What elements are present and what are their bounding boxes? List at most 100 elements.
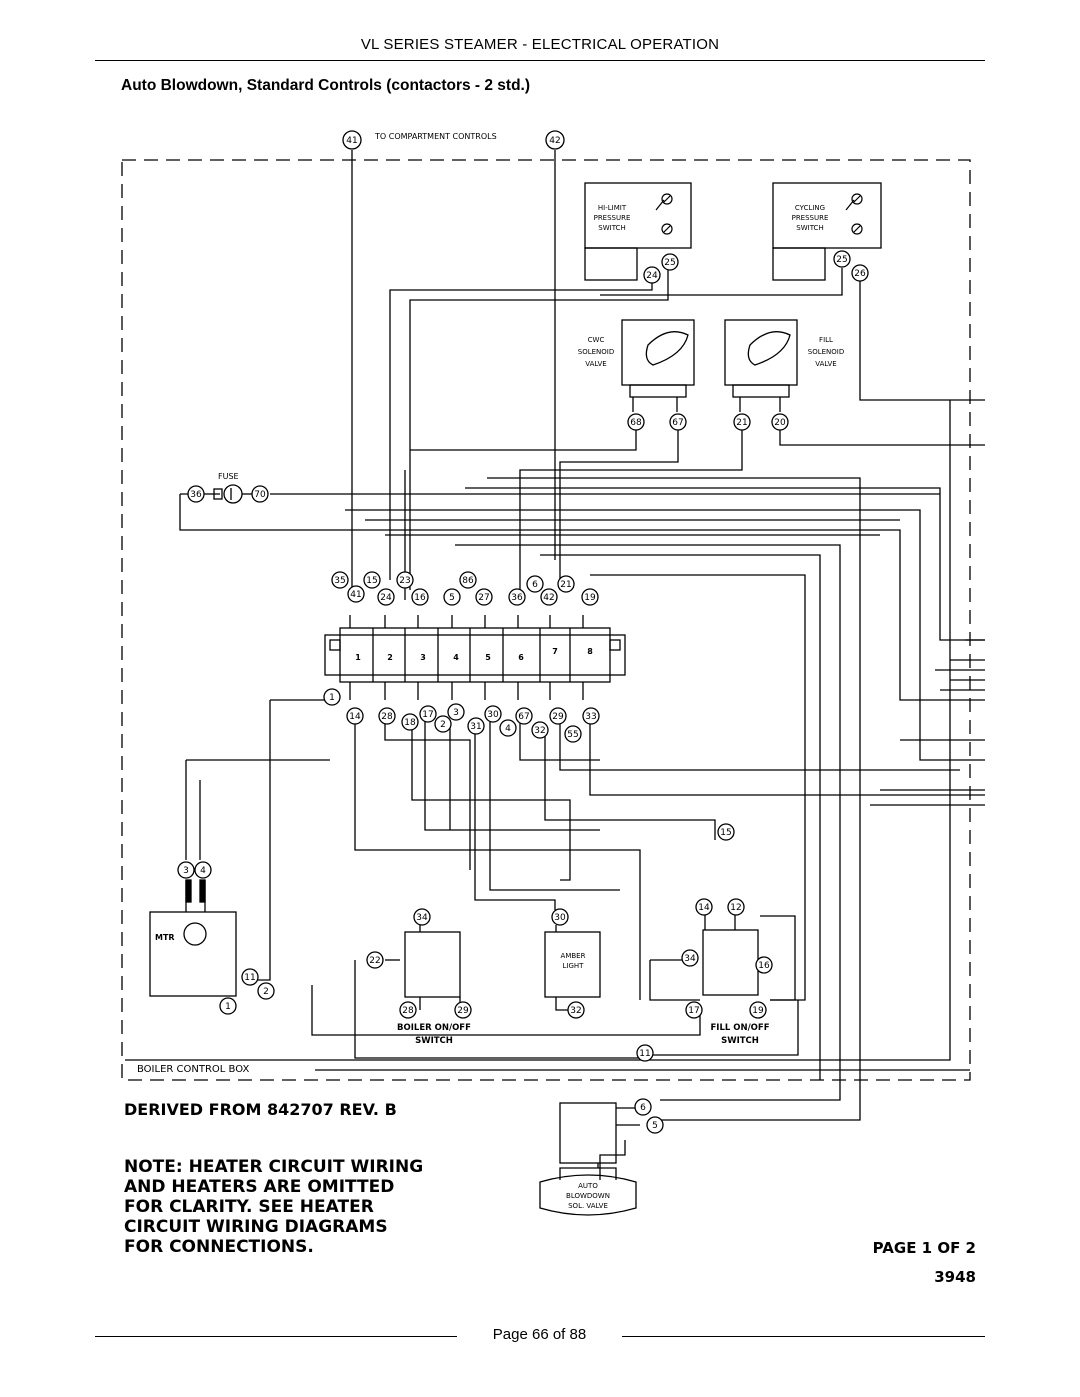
- terminal-29b: 29: [454, 1001, 472, 1019]
- svg-text:5: 5: [449, 593, 455, 603]
- hi-limit-switch-box: [584, 182, 692, 249]
- cycling-label-1: CYCLING: [795, 204, 825, 212]
- terminal-20: 20: [771, 413, 789, 431]
- svg-text:2: 2: [263, 987, 269, 997]
- terminal-19b: 19: [749, 1001, 767, 1019]
- svg-text:8: 8: [587, 647, 593, 656]
- svg-text:SWITCH: SWITCH: [721, 1036, 759, 1046]
- terminal-23: 23: [396, 571, 414, 589]
- terminal-11b: 11: [636, 1044, 654, 1062]
- svg-text:6: 6: [640, 1103, 646, 1113]
- svg-text:25: 25: [836, 255, 847, 265]
- boiler-switch-body: [404, 931, 461, 998]
- terminal-3a: 3: [447, 703, 465, 721]
- cycling-switch-box: [772, 182, 882, 249]
- svg-text:5: 5: [652, 1121, 658, 1131]
- terminal-25a: 25: [661, 253, 679, 271]
- svg-text:6: 6: [532, 580, 538, 590]
- svg-text:31: 31: [470, 722, 481, 732]
- terminal-2a: 2: [434, 715, 452, 733]
- amber-light-body: [544, 931, 601, 998]
- svg-text:7: 7: [552, 647, 558, 656]
- svg-text:2: 2: [387, 653, 393, 662]
- terminal-42b: 42: [540, 588, 558, 606]
- terminal-21a: 21: [733, 413, 751, 431]
- section-subtitle: Auto Blowdown, Standard Controls (contac…: [121, 77, 531, 94]
- terminal-67b: 67: [515, 707, 533, 725]
- terminal-6a: 6: [526, 575, 544, 593]
- terminal-32b: 32: [567, 1001, 585, 1019]
- compartment-controls-label: TO COMPARTMENT CONTROLS: [374, 132, 497, 141]
- note-line: CIRCUIT WIRING DIAGRAMS: [124, 1217, 388, 1237]
- hi-limit-label-1: HI-LIMIT: [598, 204, 627, 212]
- terminal-14a: 14: [346, 707, 364, 725]
- svg-text:1: 1: [329, 693, 335, 703]
- svg-text:32: 32: [570, 1006, 581, 1016]
- terminal-28b: 28: [399, 1001, 417, 1019]
- terminal-3b: 3: [177, 861, 195, 879]
- svg-text:PRESSURE: PRESSURE: [594, 214, 631, 222]
- svg-text:2: 2: [440, 720, 446, 730]
- svg-text:19: 19: [752, 1006, 764, 1016]
- svg-text:1: 1: [355, 653, 361, 662]
- note-line: FOR CONNECTIONS.: [124, 1237, 314, 1257]
- terminal-5b: 5: [646, 1116, 664, 1134]
- drawing-number: 3948: [934, 1268, 976, 1286]
- svg-text:22: 22: [369, 956, 380, 966]
- terminal-19a: 19: [581, 588, 599, 606]
- svg-text:23: 23: [399, 576, 410, 586]
- svg-text:42: 42: [549, 136, 560, 146]
- terminal-11a: 11: [241, 968, 259, 986]
- svg-text:5: 5: [485, 653, 491, 662]
- fuse-label: FUSE: [218, 472, 239, 481]
- svg-text:25: 25: [664, 258, 675, 268]
- terminal-29a: 29: [549, 707, 567, 725]
- terminal-2b: 2: [257, 982, 275, 1000]
- svg-text:24: 24: [646, 271, 658, 281]
- terminal-34a: 34: [413, 908, 431, 926]
- terminal-5a: 5: [443, 588, 461, 606]
- boiler-switch-label-1: BOILER ON/OFF: [397, 1023, 471, 1033]
- svg-text:36: 36: [190, 490, 202, 500]
- svg-text:67: 67: [518, 712, 529, 722]
- terminal-34b: 34: [681, 949, 699, 967]
- svg-text:4: 4: [505, 724, 511, 734]
- terminal-68: 68: [627, 413, 645, 431]
- svg-text:LIGHT: LIGHT: [563, 962, 585, 970]
- svg-text:34: 34: [684, 954, 696, 964]
- terminal-24b: 24: [377, 588, 395, 606]
- svg-text:67: 67: [672, 418, 683, 428]
- terminal-15b: 15: [717, 823, 735, 841]
- svg-text:36: 36: [511, 593, 523, 603]
- cwc-label: CWC: [588, 336, 605, 344]
- contactor-mount: [324, 634, 626, 676]
- terminal-27: 27: [475, 588, 493, 606]
- cwc-valve-body: [621, 319, 695, 386]
- svg-text:4: 4: [453, 653, 459, 662]
- terminal-67a: 67: [669, 413, 687, 431]
- svg-text:35: 35: [334, 576, 345, 586]
- svg-text:26: 26: [854, 269, 866, 279]
- terminal-17a: 17: [419, 705, 437, 723]
- terminal-30b: 30: [551, 908, 569, 926]
- terminal-33: 33: [582, 707, 600, 725]
- terminal-70: 70: [251, 485, 269, 503]
- svg-text:21: 21: [736, 418, 747, 428]
- svg-text:68: 68: [630, 418, 642, 428]
- svg-text:BLOWDOWN: BLOWDOWN: [566, 1192, 610, 1200]
- fuse-symbol: [204, 484, 252, 504]
- svg-text:16: 16: [758, 961, 770, 971]
- fill-switch-body: [702, 929, 759, 996]
- svg-text:34: 34: [416, 913, 428, 923]
- svg-text:3: 3: [183, 866, 189, 876]
- note-line: AND HEATERS ARE OMITTED: [124, 1177, 395, 1197]
- svg-text:41: 41: [346, 136, 357, 146]
- svg-text:12: 12: [730, 903, 741, 913]
- terminal-22: 22: [366, 951, 384, 969]
- terminal-14b: 14: [695, 898, 713, 916]
- svg-text:29: 29: [552, 712, 564, 722]
- svg-text:28: 28: [402, 1006, 414, 1016]
- motor-box: [149, 911, 237, 997]
- terminal-4b: 4: [194, 861, 212, 879]
